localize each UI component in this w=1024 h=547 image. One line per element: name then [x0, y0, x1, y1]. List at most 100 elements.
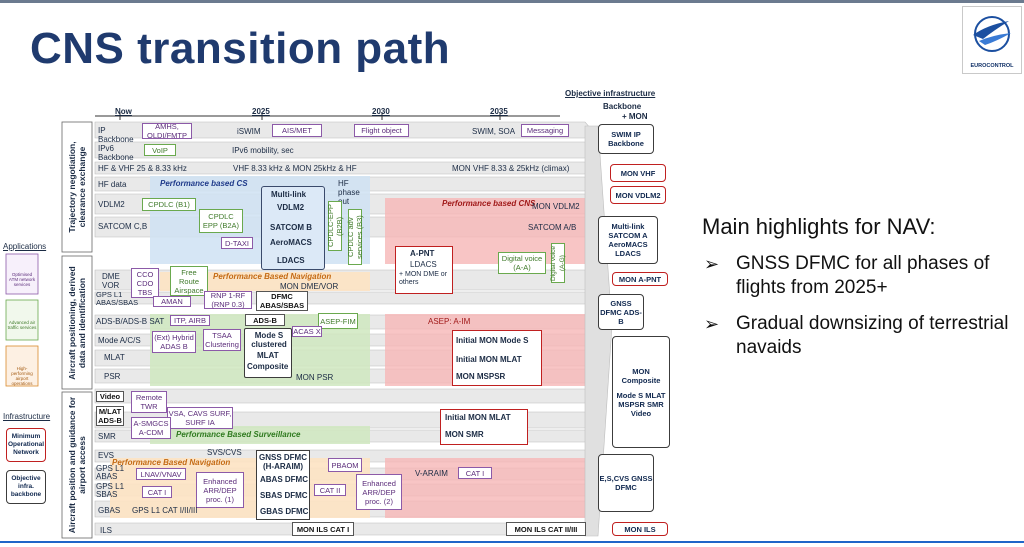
objective-infra-label: Objective infrastructure [565, 89, 656, 98]
ais-met-box: AIS/MET [272, 124, 322, 137]
mon-vdlm2-label: MON VDLM2 [532, 202, 580, 211]
asmgcs-box: A-SMGCS A-CDM [131, 417, 171, 439]
cpdlc-adv-box: CPDLC adv services (B3) [346, 209, 364, 265]
band-airport-access: Aircraft position and guidance for airpo… [67, 396, 87, 534]
row-hf-data: HF data [98, 180, 127, 189]
timeline-2025: 2025 [252, 107, 270, 116]
ext-hybrid-box: (Ext) Hybrid ADAS B [152, 331, 196, 353]
satcom-ab-label: SATCOM A/B [528, 223, 577, 232]
mon-mspsr-label: MON MSPSR [456, 372, 506, 381]
mon-label: + MON [622, 112, 648, 121]
perf-cs-label: Performance based CS [160, 179, 248, 188]
sbas-dfmc-label: SBAS DFMC [260, 491, 308, 500]
multilink-aeromacs: AeroMACS [270, 238, 312, 247]
eurocontrol-bird-logo-icon [973, 16, 1011, 52]
objective-mon-composite: MON Composite Mode S MLAT MSPSR SMR Vide… [612, 336, 670, 448]
row-gps-abas: GPS L1 ABAS [96, 464, 125, 481]
row-mlat-adsb: M/LAT ADS-B [96, 406, 124, 426]
infra-minimum-operational-network: Minimum Operational Network [6, 428, 46, 462]
multilink-satcom-b: SATCOM B [270, 223, 313, 232]
highlights-panel: Main highlights for NAV: ➢ GNSS DFMC for… [702, 214, 1022, 360]
abas-dfmc-label: ABAS DFMC [260, 475, 308, 484]
pbn-label: Performance Based Navigation [213, 272, 332, 281]
enhanced-arr-dep-1-box: Enhanced ARR/DEP proc. (1) [196, 472, 244, 508]
objective-mon-vdlm2: MON VDLM2 [610, 186, 666, 204]
init-mon-mlat-label: Initial MON MLAT [456, 355, 522, 364]
v-araim-label: V-ARAIM [415, 469, 448, 478]
objective-composite-items: Mode S MLAT MSPSR SMR Video [616, 390, 666, 418]
messaging-box: Messaging [521, 124, 569, 137]
swim-soa-label: SWIM, SOA [472, 127, 516, 136]
bottom-accent-line [0, 541, 1024, 543]
multilink-vdlm2: VDLM2 [277, 203, 305, 212]
objective-gnss-dfmc: GNSS DFMC ADS-B [598, 294, 644, 330]
mon-smr-label: MON SMR [445, 430, 484, 439]
app-optimised-atm: Optimised ATM network services [8, 272, 36, 287]
cpdlc-epp-b2b-box: CPDLC-EPP (B2B) [326, 201, 344, 251]
dfmc-abas-sbas-box: DFMC ABAS/SBAS [256, 291, 308, 311]
row-vdlm2: VDLM2 [98, 200, 125, 209]
multilink-label: Multi-link [271, 190, 307, 199]
band-aircraft-positioning: Aircraft positioning, derived data and i… [67, 266, 87, 380]
highlight-item-2: ➢ Gradual downsizing of terrestrial nava… [702, 312, 1022, 360]
composite-group: Mode S clustered MLAT Composite [244, 328, 292, 378]
page-title: CNS transition path [30, 24, 451, 73]
objective-mon-vhf: MON VHF [610, 164, 666, 182]
row-adsb-sat: ADS-B/ADS-B SAT [96, 317, 165, 326]
aman-box: AMAN [153, 296, 191, 307]
backbone-label: Backbone [603, 102, 642, 111]
ipv6-label: IPv6 mobility, sec [232, 146, 294, 155]
highlight-item-1-text: GNSS DFMC for all phases of flights from… [736, 253, 990, 298]
gbas-cat-label: GPS L1 CAT I/II/III [132, 506, 198, 515]
asep-aim-label: ASEP: A-IM [428, 317, 471, 326]
mon-vhf-climax-label: MON VHF 8.33 & 25kHz (climax) [452, 164, 570, 173]
initial-mon-airport-group: Initial MON MLAT MON SMR [440, 409, 528, 445]
cat-i-box: CAT I [142, 486, 172, 498]
infra-objective-backbone: Objective infra. backbone [6, 470, 46, 504]
voip-box: VoIP [144, 144, 176, 156]
composite-label: Composite [247, 362, 289, 371]
apnt-label: A-PNT [410, 249, 435, 258]
row-video: Video [96, 391, 124, 402]
logo-text: EUROCONTROL [970, 63, 1014, 69]
svs-cvs-label: SVS/CVS [207, 448, 242, 457]
mlat-composite-label: MLAT [257, 351, 279, 360]
row-dme-vor: DME VOR [102, 272, 120, 290]
timeline-2035: 2035 [490, 107, 508, 116]
asep-fim-box: ASEP-FIM [318, 313, 358, 329]
gbas-dfmc-label: GBAS DFMC [260, 507, 309, 516]
mon-dme-others-label: + MON DME or others [399, 271, 448, 286]
row-psr: PSR [104, 372, 121, 381]
mon-ils-cat-i-box: MON ILS CAT I [292, 522, 354, 536]
perf-cns-label: Performance based CNS [442, 199, 536, 208]
objective-multilink-items: SATCOM A AeroMACS LDACS [608, 231, 648, 258]
cat-ii-box: CAT II [314, 484, 346, 496]
highlight-item-2-text: Gradual downsizing of terrestrial navaid… [736, 313, 1009, 358]
mon-dme-vor-label: MON DME/VOR [280, 282, 339, 291]
d-taxi-box: D-TAXI [221, 237, 253, 249]
row-evs: EVS [98, 451, 115, 460]
row-smr: SMR [98, 432, 116, 441]
tsaa-clustering-box: TSAA Clustering [203, 329, 241, 351]
vhf-mon-label: VHF 8.33 kHz & MON 25kHz & HF [233, 164, 357, 173]
amhs-box: AMHS, OLDI/FMTP [142, 122, 192, 140]
mon-psr-label: MON PSR [296, 373, 334, 382]
row-hf-vhf: HF & VHF 25 & 8.33 kHz [98, 164, 187, 173]
band-trajectory-negotiation: Trajectory negotiation, clearance exchan… [67, 141, 87, 233]
eurocontrol-logo: EUROCONTROL [962, 6, 1022, 74]
cat-i-b-box: CAT I [458, 467, 492, 479]
arrow-bullet-icon: ➢ [704, 254, 720, 274]
gnss-dfmc-group: GNSS DFMC (H-ARAIM) ABAS DFMC SBAS DFMC … [256, 450, 310, 520]
row-gps-sbas: GPS L1 SBAS [96, 482, 125, 499]
row-gps-abas-sbas: GPS L1 ABAS/SBAS [96, 290, 139, 307]
cns-transition-diagram: Now 2025 2030 2035 Objective infrastruct… [0, 86, 690, 541]
highlights-heading: Main highlights for NAV: [702, 214, 936, 239]
adsb-box: ADS-B [245, 314, 285, 326]
digital-voice-aa-box: Digital voice (A-A) [498, 252, 546, 274]
top-border [0, 0, 1024, 3]
remote-twr-box: Remote TWR [131, 391, 167, 413]
row-mlat: MLAT [104, 353, 125, 362]
init-mon-mlat2-label: Initial MON MLAT [445, 413, 511, 422]
app-advanced-ats: Advanced air traffic services [7, 320, 37, 330]
multilink-group [261, 186, 325, 270]
